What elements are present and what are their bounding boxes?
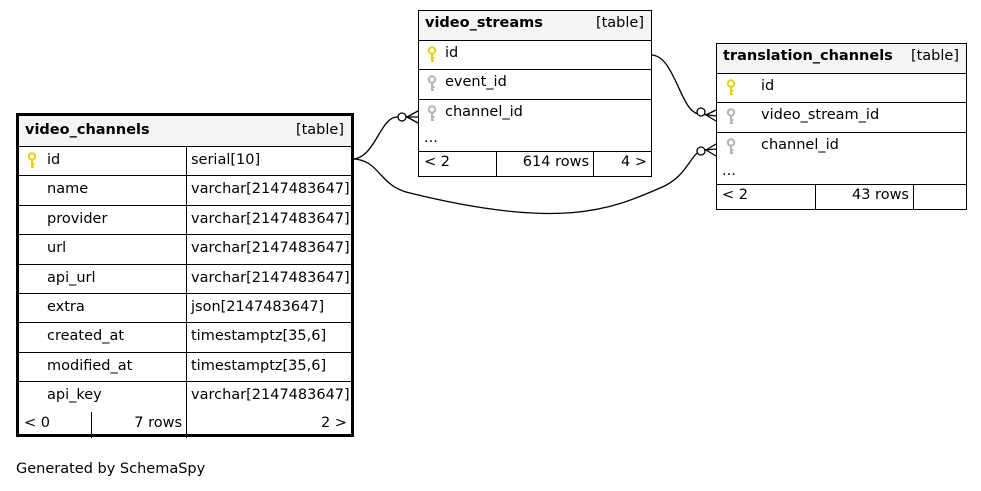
footer-rows-cell: 43 rows [815, 184, 913, 209]
column-name: extra [47, 298, 85, 315]
footer-children-cell [913, 184, 966, 209]
table-tag: [table] [295, 122, 344, 138]
footer-rows: 43 rows [852, 186, 909, 203]
column-name: channel_id [445, 103, 523, 120]
column-type-cell: varchar[2147483647] [186, 264, 351, 293]
footer-parents[interactable]: < 2 [722, 186, 748, 203]
column-name: provider [47, 210, 108, 227]
footer-rows: 614 rows [522, 153, 589, 170]
column-type: varchar[2147483647] [191, 240, 350, 257]
footer-parents[interactable]: < 2 [424, 153, 450, 170]
column-row-api-url[interactable]: api_url varchar[2147483647] [19, 264, 351, 294]
column-type-cell: json[2147483647] [186, 293, 351, 323]
edge-marker-many [705, 143, 717, 157]
edge-translation-channels-video-stream-id [650, 54, 717, 117]
column-row-provider[interactable]: provider varchar[2147483647] [19, 205, 351, 236]
column-type-cell: varchar[2147483647] [186, 382, 351, 412]
table-footer: < 0 7 rows 2 > [19, 411, 351, 438]
column-name: id [761, 78, 775, 94]
footer-children-cell: 4 > [593, 151, 651, 176]
column-row-event-id[interactable]: event_id [419, 70, 651, 100]
column-type: timestamptz[35,6] [191, 357, 327, 374]
table-footer: < 2 614 rows 4 > [419, 151, 651, 176]
column-name: created_at [47, 328, 125, 345]
column-type: varchar[2147483647] [191, 387, 350, 404]
footer-parents[interactable]: < 0 [24, 414, 50, 431]
column-row-video-stream-id[interactable]: video_stream_id [717, 103, 966, 133]
column-row-created-at[interactable]: created_at timestamptz[35,6] [19, 323, 351, 353]
column-type-cell: varchar[2147483647] [186, 205, 351, 235]
column-row-api-key[interactable]: api_key varchar[2147483647] [19, 382, 351, 412]
column-row-name[interactable]: name varchar[2147483647] [19, 176, 351, 206]
more-columns: ... [717, 162, 966, 185]
footer-rows: 7 rows [134, 414, 182, 431]
column-name: api_url [47, 269, 96, 286]
foreign-key-icon [427, 75, 437, 92]
column-name: api_key [47, 387, 102, 404]
more-columns-label: ... [722, 162, 736, 179]
column-type-cell: timestamptz[35,6] [186, 323, 351, 352]
edge-marker-zero [696, 107, 706, 117]
column-row-url[interactable]: url varchar[2147483647] [19, 235, 351, 265]
column-type: varchar[2147483647] [191, 181, 350, 198]
primary-key-icon [427, 46, 437, 62]
table-name[interactable]: video_streams [425, 15, 543, 31]
column-type-cell: serial[10] [186, 147, 351, 176]
column-name: id [47, 152, 61, 168]
footer-children[interactable]: 4 > [621, 153, 647, 170]
more-columns: ... [419, 129, 651, 152]
column-row-id[interactable]: id serial[10] [19, 147, 351, 177]
edge-translation-channels-channel-id [351, 148, 717, 215]
foreign-key-icon [726, 108, 736, 125]
table-name[interactable]: video_channels [25, 122, 150, 138]
table-name[interactable]: translation_channels [723, 48, 893, 64]
footer-rows-cell: 7 rows [91, 411, 186, 438]
column-type: json[2147483647] [191, 298, 325, 315]
column-row-id[interactable]: id [419, 41, 651, 71]
more-columns-label: ... [424, 129, 438, 146]
column-name: channel_id [761, 136, 839, 153]
column-type: varchar[2147483647] [191, 210, 350, 227]
column-type-cell: varchar[2147483647] [186, 176, 351, 205]
column-name: url [47, 240, 67, 257]
table-header: video_channels [table] [19, 116, 351, 147]
column-row-id[interactable]: id [717, 74, 966, 104]
edge-marker-zero [696, 146, 706, 156]
footer-rows-cell: 614 rows [496, 151, 593, 176]
table-video-streams[interactable]: video_streams [table] id event_id channel_… [418, 10, 652, 177]
column-name: name [47, 181, 89, 198]
table-video-channels[interactable]: video_channels [table] id serial[10] name v… [16, 113, 354, 438]
edge-marker-many [705, 109, 717, 122]
generated-by-label: Generated by SchemaSpy [16, 461, 206, 477]
footer-children-cell: 2 > [186, 411, 351, 438]
column-type: varchar[2147483647] [191, 269, 350, 286]
column-name: event_id [445, 74, 507, 91]
foreign-key-icon [427, 104, 437, 121]
table-header: translation_channels [table] [717, 44, 966, 74]
column-name: id [445, 45, 459, 61]
table-tag: [table] [910, 48, 959, 64]
edge-video-streams-channel-id [351, 116, 418, 160]
column-type-cell: timestamptz[35,6] [186, 352, 351, 382]
edge-marker-zero [397, 112, 407, 122]
edge-marker-many [406, 110, 419, 124]
footer-children[interactable]: 2 > [321, 414, 347, 431]
primary-key-icon [726, 79, 736, 95]
column-name: video_stream_id [761, 107, 880, 124]
column-type: timestamptz[35,6] [191, 328, 327, 345]
table-translation-channels[interactable]: translation_channels [table] id video_str… [716, 43, 967, 210]
primary-key-icon [27, 152, 37, 168]
column-type-cell: varchar[2147483647] [186, 235, 351, 264]
column-row-channel-id[interactable]: channel_id [419, 100, 651, 129]
column-type: serial[10] [191, 152, 261, 168]
table-footer: < 2 43 rows [717, 184, 966, 209]
foreign-key-icon [726, 137, 736, 154]
table-tag: [table] [595, 15, 644, 31]
table-header: video_streams [table] [419, 11, 651, 41]
column-row-modified-at[interactable]: modified_at timestamptz[35,6] [19, 352, 351, 383]
column-row-extra[interactable]: extra json[2147483647] [19, 293, 351, 324]
column-row-channel-id[interactable]: channel_id [717, 133, 966, 162]
column-name: modified_at [47, 357, 133, 374]
